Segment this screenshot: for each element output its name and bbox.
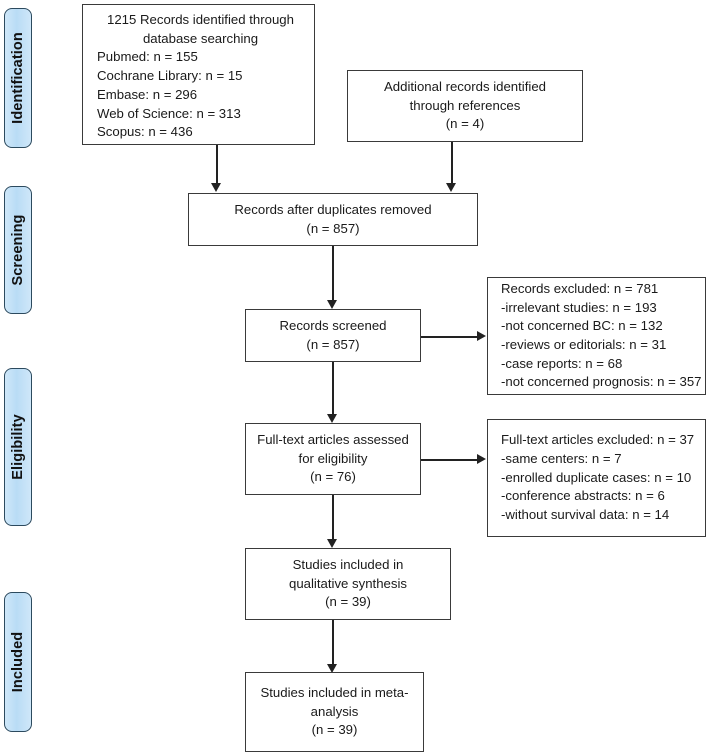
connector-duplicates-to-screened xyxy=(332,246,334,304)
connector-identified-to-duplicates xyxy=(216,145,218,187)
source-embase: Embase: n = 296 xyxy=(97,86,198,102)
fulltext-assessed-line2: for eligibility xyxy=(298,450,368,466)
arrowhead-screened-to-excluded xyxy=(477,331,486,341)
stage-tab-identification: Identification xyxy=(4,8,32,148)
source-cochrane-library: Cochrane Library: n = 15 xyxy=(97,68,243,84)
fulltext-excluded-reason-same-centers: -same centers: n = 7 xyxy=(501,450,622,466)
box-qualitative-synthesis: Studies included in qualitative synthesi… xyxy=(245,548,451,620)
qualitative-synthesis-line2: qualitative synthesis xyxy=(288,575,408,591)
records-identified-heading-line2: database searching xyxy=(142,30,259,46)
connector-qualitative-to-quantitative xyxy=(332,620,334,668)
duplicates-removed-line1: Records after duplicates removed xyxy=(234,201,432,217)
box-additional-records: Additional records identified through re… xyxy=(347,70,583,142)
fulltext-assessed-count: (n = 76) xyxy=(310,469,356,485)
fulltext-assessed-line1: Full-text articles assessed xyxy=(257,431,409,447)
box-meta-analysis: Studies included in meta- analysis (n = … xyxy=(245,672,424,752)
stage-tab-identification-label: Identification xyxy=(10,32,26,124)
records-screened-count: (n = 857) xyxy=(306,336,360,352)
stage-tab-eligibility-label: Eligibility xyxy=(10,414,26,480)
records-excluded-reason-case-reports: -case reports: n = 68 xyxy=(501,355,623,371)
arrowhead-qualitative-to-quantitative xyxy=(327,664,337,673)
stage-tab-screening: Screening xyxy=(4,186,32,314)
stage-tab-included-label: Included xyxy=(10,631,26,693)
stage-tab-included: Included xyxy=(4,592,32,732)
arrowhead-fulltext-to-excluded xyxy=(477,454,486,464)
stage-tab-eligibility: Eligibility xyxy=(4,368,32,526)
arrowhead-fulltext-to-qualitative xyxy=(327,539,337,548)
box-fulltext-excluded: Full-text articles excluded: n = 37 -sam… xyxy=(487,419,706,537)
connector-screened-to-fulltext xyxy=(332,362,334,417)
fulltext-excluded-reason-duplicate-cases: -enrolled duplicate cases: n = 10 xyxy=(501,469,692,485)
connector-screened-to-excluded xyxy=(421,336,478,338)
meta-analysis-line1: Studies included in meta- xyxy=(260,684,409,700)
fulltext-excluded-reason-without-survival-data: -without survival data: n = 14 xyxy=(501,507,670,523)
connector-fulltext-to-excluded xyxy=(421,459,478,461)
box-fulltext-assessed: Full-text articles assessed for eligibil… xyxy=(245,423,421,495)
qualitative-synthesis-line1: Studies included in xyxy=(292,556,404,572)
connector-additional-to-duplicates xyxy=(451,142,453,187)
records-excluded-reason-reviews-editorials: -reviews or editorials: n = 31 xyxy=(501,337,667,352)
source-web-of-science: Web of Science: n = 313 xyxy=(97,105,241,121)
fulltext-excluded-heading: Full-text articles excluded: n = 37 xyxy=(501,432,695,448)
meta-analysis-count: (n = 39) xyxy=(311,722,358,738)
additional-records-line1: Additional records identified xyxy=(383,78,546,94)
records-screened-line1: Records screened xyxy=(279,317,387,333)
additional-records-count: (n = 4) xyxy=(445,116,485,132)
records-excluded-reason-irrelevant: -irrelevant studies: n = 193 xyxy=(501,299,657,315)
box-records-identified: 1215 Records identified through database… xyxy=(82,4,315,145)
connector-fulltext-to-qualitative xyxy=(332,495,334,542)
additional-records-line2: through references xyxy=(409,97,521,113)
arrowhead-identified-to-duplicates xyxy=(211,183,221,192)
stage-tab-screening-label: Screening xyxy=(10,214,26,286)
records-excluded-heading: Records excluded: n = 781 xyxy=(501,280,659,296)
qualitative-synthesis-count: (n = 39) xyxy=(325,594,371,610)
fulltext-excluded-reason-conference-abstracts: -conference abstracts: n = 6 xyxy=(501,488,665,504)
records-excluded-reason-not-concerned-prognosis: -not concerned prognosis: n = 357 xyxy=(501,374,702,390)
box-records-excluded: Records excluded: n = 781 -irrelevant st… xyxy=(487,277,706,395)
source-pubmed: Pubmed: n = 155 xyxy=(97,49,198,65)
box-duplicates-removed: Records after duplicates removed (n = 85… xyxy=(188,193,478,246)
meta-analysis-line2: analysis xyxy=(310,703,359,719)
arrowhead-duplicates-to-screened xyxy=(327,300,337,309)
records-identified-heading-line1: 1215 Records identified through xyxy=(107,12,294,27)
records-excluded-reason-not-concerned-bc: -not concerned BC: n = 132 xyxy=(501,318,663,334)
duplicates-removed-count: (n = 857) xyxy=(306,220,360,236)
arrowhead-additional-to-duplicates xyxy=(446,183,456,192)
box-records-screened: Records screened (n = 857) xyxy=(245,309,421,362)
arrowhead-screened-to-fulltext xyxy=(327,414,337,423)
source-scopus: Scopus: n = 436 xyxy=(97,124,193,140)
